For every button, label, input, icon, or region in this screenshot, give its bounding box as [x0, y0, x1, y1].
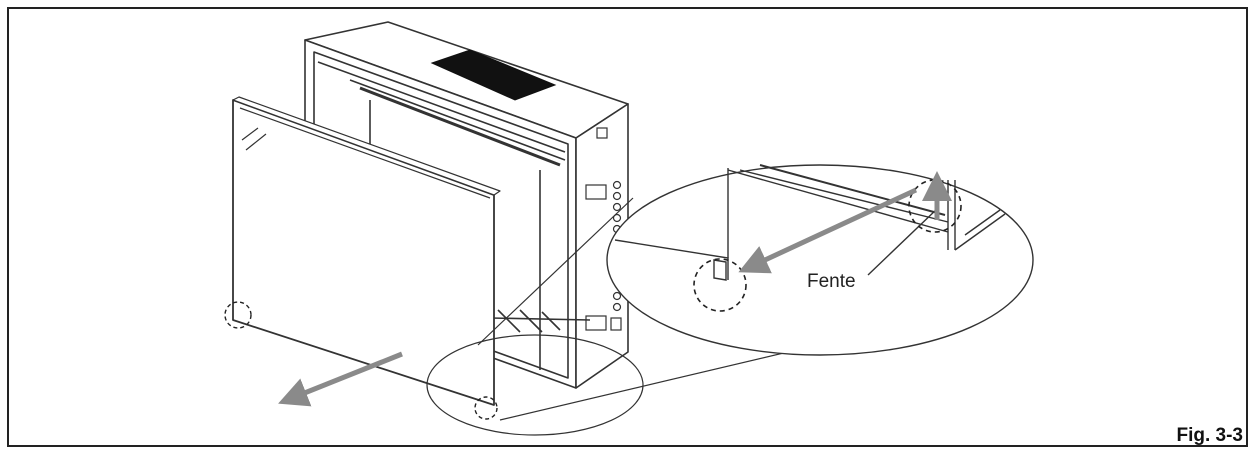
top-vent: [430, 49, 557, 101]
removal-arrow: [278, 351, 403, 407]
slot-callout-label: Fente: [807, 271, 856, 292]
magnifier-lines: [477, 197, 831, 421]
detail-zoom: [606, 164, 1034, 356]
figure-label: Fig. 3-3: [1176, 425, 1243, 446]
dashed-markers: [224, 301, 498, 420]
side-controls: [585, 127, 622, 331]
zoom-arrow-left: [738, 187, 918, 274]
glass-panel: [232, 96, 501, 406]
detail-source-ellipse: [426, 334, 644, 436]
